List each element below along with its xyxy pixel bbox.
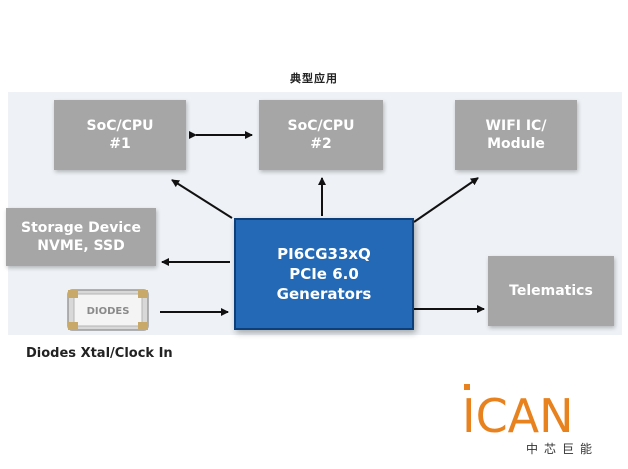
crystal-oscillator-image: DIODES <box>67 289 149 331</box>
soc-cpu-2-box: SoC/CPU #2 <box>259 100 383 170</box>
arrow-hub-wifi <box>413 177 479 223</box>
logo-subtitle: 中芯巨能 <box>525 442 598 456</box>
crystal-label: Diodes Xtal/Clock In <box>26 346 173 361</box>
soc-cpu-1-box: SoC/CPU #1 <box>54 100 186 170</box>
pcie-generator-hub: PI6CG33xQ PCIe 6.0 Generators <box>234 218 414 330</box>
soc-cpu-2-line-1: SoC/CPU <box>287 118 355 134</box>
storage-line-1: Storage Device <box>21 220 141 236</box>
storage-line-2: NVME, SSD <box>37 238 125 254</box>
hub-line-1: PI6CG33xQ <box>277 245 371 263</box>
ican-logo: ICAN <box>462 384 574 443</box>
wifi-line-1: WIFI IC/ <box>485 118 547 134</box>
hub-line-3: Generators <box>276 285 372 303</box>
wifi-module-box: WIFI IC/ Module <box>455 100 577 170</box>
storage-device-box: Storage Device NVME, SSD <box>6 208 156 266</box>
diagram-caption: 典型应用 <box>290 72 338 85</box>
wifi-line-2: Module <box>487 136 545 152</box>
crystal-brand: DIODES <box>87 306 130 317</box>
telematics-label: Telematics <box>509 283 593 299</box>
logo-wordmark: ICAN <box>462 389 574 443</box>
telematics-box: Telematics <box>488 256 614 326</box>
soc-cpu-2-line-2: #2 <box>310 136 332 152</box>
soc-cpu-1-line-1: SoC/CPU <box>86 118 154 134</box>
arrow-hub-soc1 <box>171 179 233 219</box>
soc-cpu-1-line-2: #1 <box>109 136 131 152</box>
hub-line-2: PCIe 6.0 <box>289 265 359 283</box>
